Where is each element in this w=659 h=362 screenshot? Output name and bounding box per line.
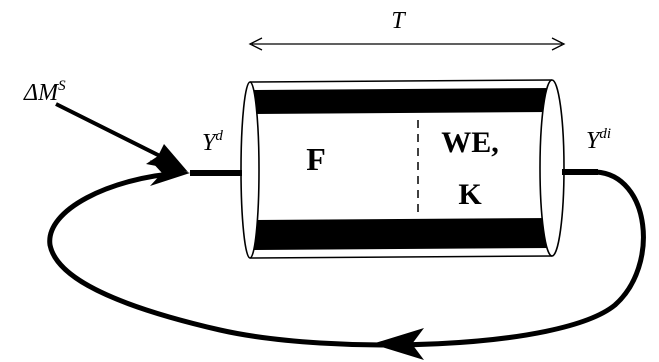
shock-arrowhead <box>146 144 188 172</box>
input-label-superscript: d <box>215 128 223 144</box>
output-label-superscript: di <box>599 126 611 142</box>
shock-arrow-shaft <box>55 102 169 162</box>
stage-left-label: F <box>306 141 326 177</box>
input-label-base: Y <box>202 130 218 156</box>
input-label: Yd <box>202 128 223 156</box>
output-label-base: Y <box>586 128 602 154</box>
stage-right-label-line2: K <box>458 178 482 211</box>
period-label: T <box>391 8 406 34</box>
shock-label-prefix: ΔM <box>23 80 60 106</box>
shock-label: ΔMS <box>23 78 66 106</box>
period-span-arrow <box>248 37 566 51</box>
production-cylinder <box>240 79 565 259</box>
loop-return-arrowhead <box>372 328 424 360</box>
shock-label-superscript: S <box>58 78 66 94</box>
stage-right-label-line1: WE, <box>441 126 499 159</box>
feedback-loop-curve <box>47 169 646 348</box>
output-label: Ydi <box>586 126 611 154</box>
